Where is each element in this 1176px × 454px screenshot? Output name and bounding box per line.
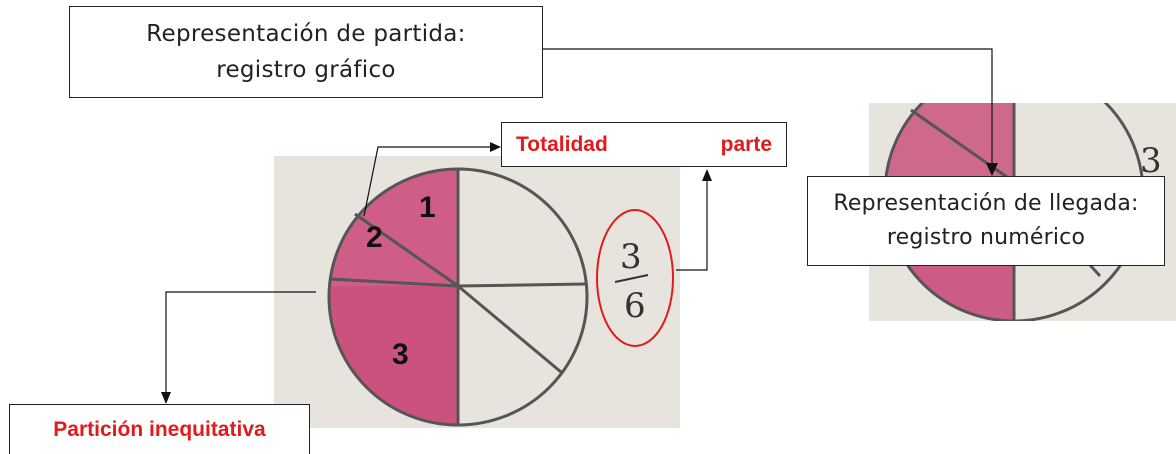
totality-label: Totalidad [516,132,608,156]
starting-representation-box: Representación de partida: registro gráf… [69,6,543,98]
starting-representation-register: registro gráfico [216,57,396,83]
horizontal-left-divider [328,277,459,288]
arrival-representation-title: Representación de llegada: [833,191,1139,216]
left-photo: 1 2 3 3 6 [274,156,680,428]
region-label-3: 3 [392,338,409,371]
arrowhead-to-partition [161,392,171,404]
starting-representation-title: Representación de partida: [146,21,466,47]
connector-whole-to-totality [363,146,493,217]
arrival-representation-box: Representación de llegada: registro numé… [807,176,1165,266]
connector-start-to-end [543,48,993,165]
horizontal-right-divider [457,282,587,288]
connector-fraction-to-part [676,180,708,271]
shaded-region-right-upper [885,103,1014,182]
arrowhead-to-totality [490,142,501,152]
arrowhead-to-end-box [986,163,998,176]
part-label: parte [720,132,772,156]
fraction-denominator: 6 [624,286,646,326]
fraction-highlight-ellipse [596,209,674,347]
arrival-representation-register: registro numérico [886,225,1086,250]
partial-digit: 3 [1140,141,1162,181]
diagonal-upper-divider [354,212,459,288]
fraction-bar [614,274,649,283]
diagonal-divider-right [910,108,1015,184]
arrowhead-to-part [702,169,712,181]
unequal-partition-box: Partición inequitativa [9,404,310,454]
region-label-1: 1 [419,191,436,224]
region-label-2: 2 [366,221,383,254]
shaded-regions-1-2 [329,168,458,286]
connector-circle-to-partition [165,291,316,395]
fraction-numerator: 3 [620,237,642,277]
unequal-partition-label: Partición inequitativa [53,417,266,441]
totality-part-box: Totalidad parte [501,122,787,167]
shaded-region-3 [328,169,458,427]
diagonal-lower-divider [457,284,562,374]
